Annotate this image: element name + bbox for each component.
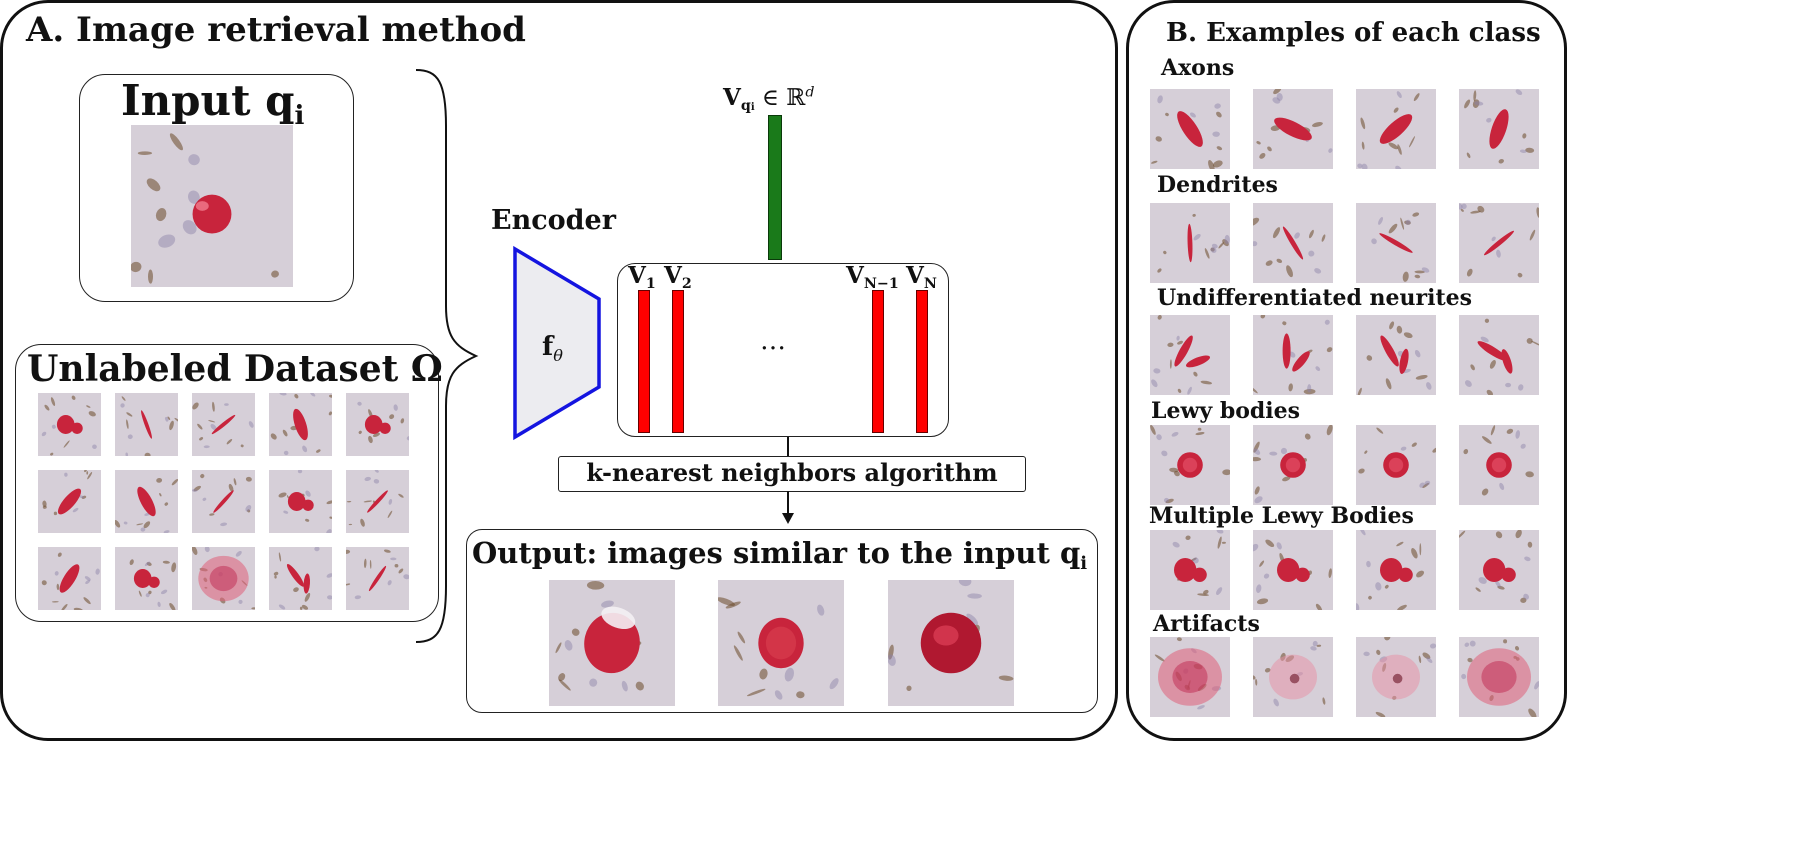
class-example-thumbnail (1253, 530, 1333, 610)
class-example-thumbnail (1253, 425, 1333, 505)
class-example-thumbnail (1356, 203, 1436, 283)
db-vectors-box (617, 263, 949, 437)
class-example-thumbnail (1356, 425, 1436, 505)
knn-label: k-nearest neighbors algorithm (586, 458, 998, 487)
brace (415, 69, 479, 643)
class-example-thumbnail (1459, 89, 1539, 169)
db-vector-bar (638, 290, 650, 433)
output-image-2 (718, 580, 844, 706)
query-vector-bar (768, 115, 782, 260)
output-box (466, 529, 1098, 713)
db-vector-bar (916, 290, 928, 433)
class-example-thumbnail (1356, 315, 1436, 395)
encoder-trapezoid (513, 245, 601, 441)
class-example-thumbnail (1253, 203, 1333, 283)
arrow-down (782, 491, 794, 524)
ellipsis: … (760, 326, 786, 356)
class-label: Artifacts (1153, 611, 1260, 637)
output-sub: i (1080, 553, 1088, 575)
class-example-thumbnail (1253, 315, 1333, 395)
output-image-3 (888, 580, 1014, 706)
dataset-thumbnail (346, 470, 409, 533)
class-example-thumbnail (1150, 425, 1230, 505)
connector-line (787, 437, 789, 457)
class-example-thumbnail (1459, 425, 1539, 505)
dataset-thumbnail (269, 393, 332, 456)
input-sub: i (294, 101, 305, 132)
class-example-thumbnail (1150, 315, 1230, 395)
class-example-thumbnail (1150, 203, 1230, 283)
output-label: Output: images similar to the input (472, 536, 1050, 570)
class-example-thumbnail (1356, 530, 1436, 610)
db-vector-label: VN−1 (846, 262, 899, 292)
class-example-thumbnail (1150, 637, 1230, 717)
dataset-title: Unlabeled Dataset Ω (27, 348, 443, 390)
class-label: Dendrites (1157, 172, 1278, 198)
qv-sup: d (805, 84, 815, 101)
input-label: Input (121, 76, 251, 125)
db-vector-bar (872, 290, 884, 433)
output-qvar: q (1060, 536, 1081, 570)
dataset-thumbnail (115, 470, 178, 533)
class-example-thumbnail (1459, 530, 1539, 610)
dataset-thumbnail (192, 547, 255, 610)
dataset-thumbnail (38, 470, 101, 533)
class-example-thumbnail (1253, 89, 1333, 169)
knn-box (558, 456, 1026, 492)
class-example-thumbnail (1459, 315, 1539, 395)
class-label: Undifferentiated neurites (1157, 285, 1473, 311)
dataset-thumbnail (38, 547, 101, 610)
db-vector-label: VN (906, 262, 937, 292)
panel-b-frame (1126, 0, 1567, 741)
class-label: Multiple Lewy Bodies (1149, 503, 1414, 529)
dataset-thumbnail (346, 547, 409, 610)
dataset-thumbnail (269, 547, 332, 610)
panel-a-title: A. Image retrieval method (26, 10, 526, 50)
encoder-label: Encoder (491, 205, 616, 236)
dataset-thumbnail (192, 393, 255, 456)
class-example-thumbnail (1356, 89, 1436, 169)
qv-sub: qi (740, 97, 755, 114)
encoder-func: f (542, 332, 554, 362)
encoder-func-sub: θ (553, 345, 563, 365)
input-qvar: q (265, 76, 295, 125)
query-vector-label: Vqi ∈ ℝd (723, 84, 815, 114)
db-vector-bar (672, 290, 684, 433)
output-title: Output: images similar to the input qi (472, 536, 1087, 574)
dataset-thumbnail (192, 470, 255, 533)
dataset-box (15, 344, 439, 622)
input-box (79, 74, 354, 302)
dataset-thumbnail (115, 393, 178, 456)
class-label: Axons (1161, 55, 1235, 81)
encoder-function: fθ (542, 332, 563, 365)
class-example-thumbnail (1150, 530, 1230, 610)
class-label: Lewy bodies (1151, 398, 1301, 424)
class-example-thumbnail (1356, 637, 1436, 717)
input-image (131, 125, 293, 287)
dataset-thumbnail (38, 393, 101, 456)
qv-prefix: V (723, 84, 741, 111)
db-vector-label: V2 (664, 262, 692, 292)
qv-suffix: ∈ ℝ (754, 85, 806, 111)
class-example-thumbnail (1150, 89, 1230, 169)
output-image-1 (549, 580, 675, 706)
db-vector-label: V1 (628, 262, 656, 292)
class-example-thumbnail (1459, 637, 1539, 717)
dataset-thumbnail (346, 393, 409, 456)
dataset-thumbnail (269, 470, 332, 533)
dataset-thumbnail (115, 547, 178, 610)
class-example-thumbnail (1253, 637, 1333, 717)
panel-a (0, 0, 1118, 741)
panel-b-title: B. Examples of each class (1166, 18, 1541, 48)
input-title: Input qi (121, 76, 304, 131)
class-example-thumbnail (1459, 203, 1539, 283)
